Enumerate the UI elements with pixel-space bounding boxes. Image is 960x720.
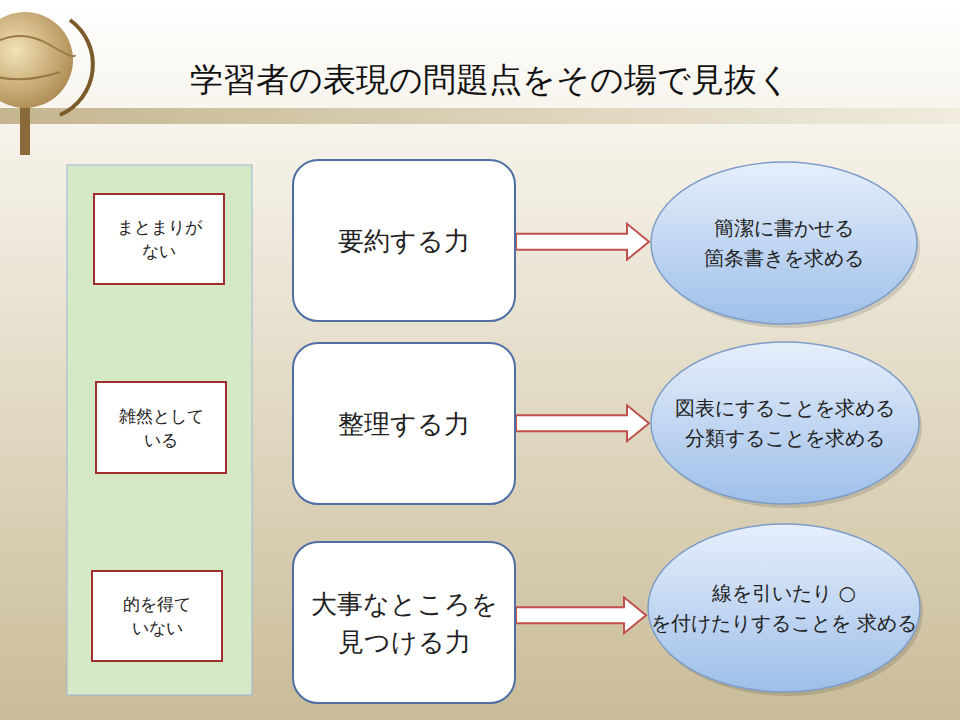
text-group: 線を引いたり ○を付けたりすることを 求める xyxy=(646,578,922,638)
text-group: 大事なところを 見つける力 xyxy=(294,585,514,661)
green-band xyxy=(67,165,252,695)
instruction-ellipse: 図表にすることを求める 分類することを求める xyxy=(649,340,921,506)
instruction-ellipse: 簡潔に書かせる 箇条書きを求める xyxy=(649,160,919,326)
ellipse-outline xyxy=(649,340,921,506)
node-label: 簡潔に書かせる 箇条書きを求める xyxy=(649,213,919,273)
block-arrow xyxy=(516,224,649,260)
skill-box: 整理する力 xyxy=(292,342,516,505)
problem-box: 雑然として いる xyxy=(95,381,227,474)
text-group: 図表にすることを求める 分類することを求める xyxy=(649,393,921,453)
text-group: 整理する力 xyxy=(338,405,470,443)
problem-box: 的を得て いない xyxy=(91,570,223,662)
slide-title: 学習者の表現の問題点をその場で見抜く xyxy=(100,58,880,103)
node-label: 大事なところを 見つける力 xyxy=(294,585,514,661)
node-label: 雑然として いる xyxy=(97,404,225,452)
block-arrow xyxy=(516,405,649,441)
skill-box: 大事なところを 見つける力 xyxy=(292,541,516,704)
node-label: 線を引いたり ○を付けたりすることを 求める xyxy=(646,578,922,638)
skill-box: 要約する力 xyxy=(292,159,516,322)
ellipse-outline xyxy=(646,522,922,694)
node-label: 要約する力 xyxy=(338,222,470,260)
ellipse-outline xyxy=(649,160,919,326)
globe-illustration xyxy=(0,12,93,155)
node-label: まとまりが ない xyxy=(95,215,223,263)
text-group: 簡潔に書かせる 箇条書きを求める xyxy=(649,213,919,273)
problem-box: まとまりが ない xyxy=(93,193,225,285)
text-group: 的を得て いない xyxy=(93,592,221,640)
block-arrow xyxy=(516,597,646,633)
text-group: 雑然として いる xyxy=(97,404,225,452)
node-label: 的を得て いない xyxy=(93,592,221,640)
node-label: 整理する力 xyxy=(338,405,470,443)
text-group: 要約する力 xyxy=(338,222,470,260)
node-label: 図表にすることを求める 分類することを求める xyxy=(649,393,921,453)
text-group: まとまりが ない xyxy=(95,215,223,263)
instruction-ellipse: 線を引いたり ○を付けたりすることを 求める xyxy=(646,522,922,694)
